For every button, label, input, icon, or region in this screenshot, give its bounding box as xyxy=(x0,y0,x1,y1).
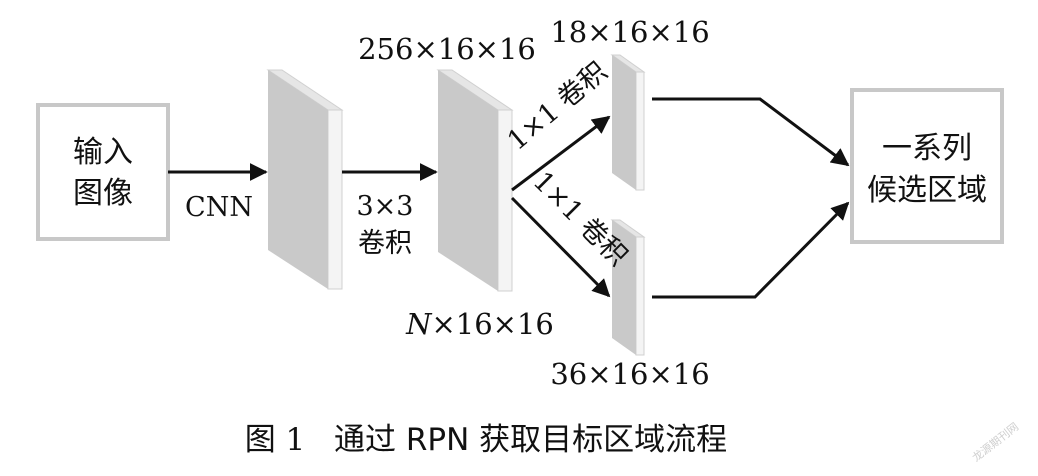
bottom-branch-conv-label: 1×1 卷积 xyxy=(527,166,633,272)
top-branch-conv-label: 1×1 卷积 xyxy=(502,56,614,157)
arrow-to-top-branch xyxy=(511,115,611,192)
input-box-line1: 输入 xyxy=(73,135,133,170)
conv3-label-line2: 卷积 xyxy=(358,228,412,259)
dim-mid-bottom-rest: ×16×16 xyxy=(431,307,553,341)
output-box-line1: 一系列 xyxy=(882,131,972,166)
candidate-regions-box: 一系列 候选区域 xyxy=(850,88,1004,244)
cnn-label: CNN xyxy=(185,192,253,223)
output-box-line2: 候选区域 xyxy=(867,173,987,208)
arrow-to-bottom-branch xyxy=(510,196,611,298)
arrow-top-branch-to-output xyxy=(652,97,850,167)
dim-top-branch: 18×16×16 xyxy=(550,15,709,49)
figure-label: 图 1 xyxy=(245,422,306,458)
dim-mid-bottom-var: N xyxy=(405,307,433,341)
watermark: 龙源期刊网 xyxy=(969,419,1021,464)
arrow-bottom-branch-to-output xyxy=(652,201,850,299)
input-box-line2: 图像 xyxy=(73,176,133,211)
feature-map-top-branch xyxy=(610,54,646,191)
dim-mid-bottom: N×16×16 xyxy=(405,307,554,341)
dim-bottom-branch: 36×16×16 xyxy=(550,357,709,391)
input-image-box: 输入 图像 xyxy=(36,103,170,241)
conv3-label-line1: 3×3 xyxy=(357,191,414,222)
dim-mid-top: 256×16×16 xyxy=(358,32,536,66)
feature-map-conv3 xyxy=(436,69,514,292)
feature-map-cnn xyxy=(266,69,344,290)
figure-caption: 通过 RPN 获取目标区域流程 xyxy=(334,422,727,458)
feature-map-bottom-branch xyxy=(610,219,646,356)
